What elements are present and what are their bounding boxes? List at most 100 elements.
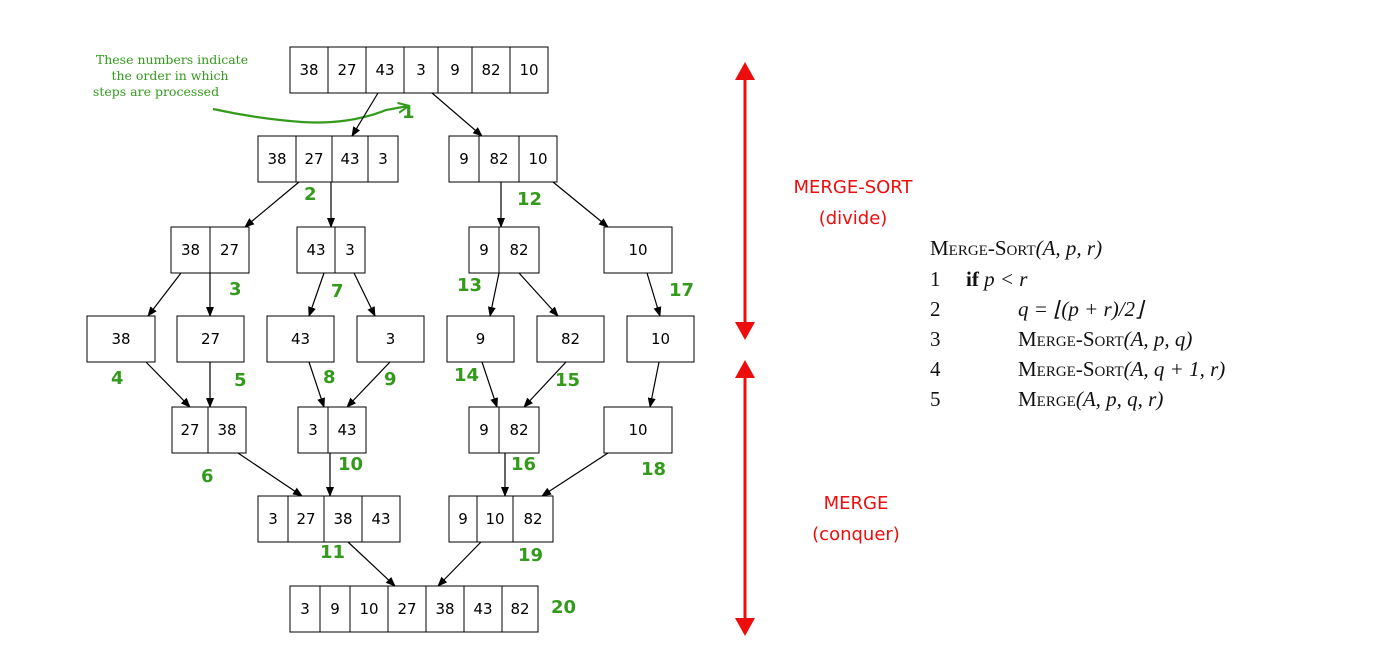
array-cell-value: 27 [296,510,315,528]
array-cell-value: 9 [459,150,469,168]
step-number: 15 [555,370,580,391]
array-cell-value: 43 [306,241,325,259]
array-cell [448,135,480,183]
step-number: 7 [331,281,344,302]
array-cell [176,315,245,363]
edge-arrow [481,361,498,408]
array-cell [327,406,367,454]
step-number: 2 [304,184,317,205]
array-cell-value: 43 [371,510,390,528]
array-cell [295,135,333,183]
edge-arrow [351,92,379,137]
conquer-label: MERGE [824,493,889,514]
call-name: Merge-Sort [1018,357,1124,381]
divide-sublabel: (divide) [819,208,888,229]
step-number: 20 [551,597,576,618]
line-number: 1 [930,267,941,291]
array-cell [471,46,511,94]
array-cell [603,406,673,454]
line-expression: p < r [984,267,1028,291]
down-arrowhead-icon [735,322,755,340]
edge-arrow [237,452,303,497]
array-cell-value: 82 [561,330,580,348]
line-expression: q = ⌊(p + r)/2⌋ [1018,297,1144,321]
array-cell-value: 9 [479,421,489,439]
edge-arrow [147,272,182,317]
step-number: 6 [201,466,214,487]
array-cell-value: 38 [267,150,286,168]
annotation-note: These numbers indicate the order in whic… [93,52,408,124]
call-name: Merge [1018,387,1076,411]
step-number: 11 [320,542,345,563]
array-cell-value: 3 [386,330,396,348]
array-cell [209,226,250,274]
array-cell [207,406,247,454]
array-cell-value: 9 [476,330,486,348]
array-cell [501,585,539,633]
edge-arrow [308,272,325,317]
array-cell [257,135,297,183]
array-cell-value: 10 [628,421,647,439]
array-cell [446,315,515,363]
edge-arrow [431,92,483,137]
down-arrowhead-icon [735,618,755,636]
conquer-sublabel: (conquer) [812,524,900,545]
array-cell-value: 3 [268,510,278,528]
array-box: 9 [446,315,515,363]
divide-phase: MERGE-SORT (divide) [735,62,914,340]
conquer-phase: MERGE (conquer) [735,360,900,636]
array-cell-value: 27 [304,150,323,168]
array-cell-value: 82 [509,421,528,439]
edges-layer [145,92,662,587]
call-args: (A, q + 1, r) [1123,357,1226,381]
step-number: 9 [384,369,397,390]
line-number: 3 [930,327,941,351]
array-cell [287,495,325,543]
array-box: 82 [536,315,605,363]
edge-arrow [244,181,300,228]
array-box: 3 [356,315,425,363]
array-cell-value: 38 [435,600,454,618]
array-cell [86,315,156,363]
edge-arrow [523,361,567,408]
edge-arrow [347,541,396,587]
pseudocode-title: Merge-Sort(A, p, r) [930,232,1390,264]
edge-arrow [346,361,391,408]
procedure-args: (A, p, r) [1035,236,1103,260]
line-number: 5 [930,387,941,411]
array-cell-value: 38 [299,61,318,79]
array-cell [536,315,605,363]
step-number: 5 [234,370,247,391]
array-cell-value: 9 [330,600,340,618]
step-number: 18 [641,459,666,480]
array-cell [468,226,500,274]
edge-arrow [437,541,482,587]
array-cell-value: 38 [333,510,352,528]
step-number: 3 [229,279,242,300]
array-box: 27 [176,315,245,363]
array-cell [323,495,363,543]
line-number: 4 [930,357,941,381]
step-number: 13 [457,275,482,296]
call-name: Merge-Sort [1018,327,1124,351]
array-cell [331,135,369,183]
array-cell-value: 9 [458,510,468,528]
array-cell [334,226,366,274]
array-cell-value: 3 [300,600,310,618]
array-cell-value: 9 [450,61,460,79]
array-cell-value: 38 [181,241,200,259]
array-cell-value: 10 [485,510,504,528]
step-number: 12 [517,189,542,210]
array-cell-value: 38 [111,330,130,348]
array-cell-value: 82 [489,150,508,168]
